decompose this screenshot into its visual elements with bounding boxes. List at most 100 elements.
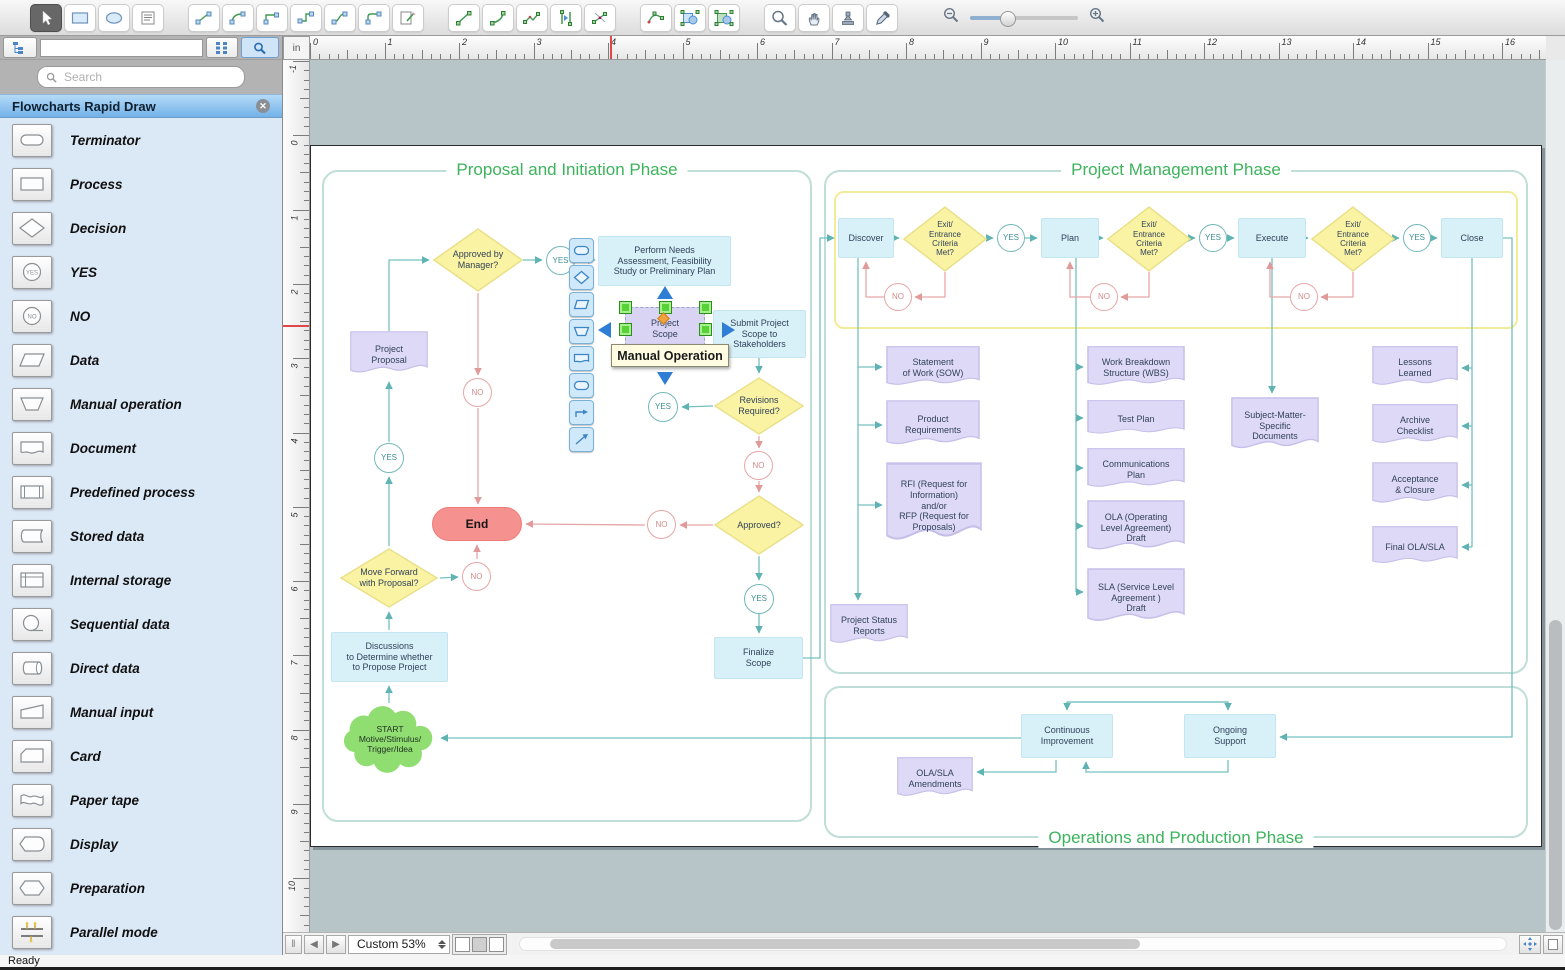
rapid-draw-document-button[interactable] [569,346,594,371]
pointer-tool-button[interactable] [30,3,62,32]
node-execute[interactable]: Execute [1238,218,1306,258]
node-finalize-scope[interactable]: Finalize Scope [714,637,803,679]
node-acceptance-closure[interactable]: Acceptance & Closure [1372,462,1458,508]
node-exit-criteria-2[interactable]: Exit/ Entrance Criteria Met? [1107,206,1191,272]
horizontal-scrollbar-thumb[interactable] [550,939,1140,949]
selection-handle[interactable] [699,301,712,314]
selection-handle[interactable] [619,301,632,314]
node-discover[interactable]: Discover [838,218,894,258]
rapid-draw-stored-data-button[interactable] [569,373,594,398]
zoom-tool-button[interactable] [764,3,796,32]
rapid-draw-elbow-arrow-button[interactable] [569,400,594,425]
node-perform-needs-assessment[interactable]: Perform Needs Assessment, Feasibility St… [598,236,731,286]
node-product-requirements[interactable]: Product Requirements [886,400,980,450]
node-exit-criteria-3[interactable]: Exit/ Entrance Criteria Met? [1311,206,1395,272]
reshape-tool-button[interactable] [640,3,672,32]
tree-view-button[interactable] [3,37,37,58]
horizontal-scrollbar[interactable] [519,937,1507,951]
zoom-slider-track[interactable] [970,10,1078,27]
zoom-level-field[interactable]: Custom 53% [348,934,450,954]
node-exit-criteria-1[interactable]: Exit/ Entrance Criteria Met? [903,206,987,272]
rapid-draw-terminator-button[interactable] [569,238,594,263]
shape-item-parallel-mode[interactable]: Parallel mode [0,910,282,954]
group-edit-tool-button[interactable] [708,3,740,32]
vertical-scrollbar-thumb[interactable] [1549,620,1562,930]
node-final-ola-sla[interactable]: Final OLA/SLA [1372,526,1458,568]
eyedropper-tool-button[interactable] [866,3,898,32]
node-move-forward-with-proposal[interactable]: Move Forward with Proposal? [340,548,438,608]
node-no-after-move-forward[interactable]: NO [462,562,491,591]
vertical-scrollbar[interactable] [1545,60,1565,932]
polyline-tool-button[interactable] [516,3,548,32]
shape-item-card[interactable]: Card [0,734,282,778]
node-project-proposal[interactable]: Project Proposal [350,331,428,378]
arc-connector-tool-button[interactable] [222,3,254,32]
node-statement-of-work[interactable]: Statement of Work (SOW) [886,346,980,390]
node-subject-matter-docs[interactable]: Subject-Matter- Specific Documents [1231,397,1319,455]
quick-connect-left-arrow[interactable] [598,322,611,338]
node-no-2[interactable]: NO [1090,283,1118,311]
stencil-filter-field[interactable] [40,38,203,57]
node-revisions-required[interactable]: Revisions Required? [714,377,804,435]
stamp-tool-button[interactable] [832,3,864,32]
zoom-in-icon[interactable] [1088,6,1106,29]
shape-item-preparation[interactable]: Preparation [0,866,282,910]
shape-action-tool-button[interactable] [392,3,424,32]
panel-header[interactable]: Flowcharts Rapid Draw ✕ [0,94,282,118]
line-tool-button[interactable] [448,3,480,32]
page-view-3-button[interactable] [489,936,504,952]
node-rfi-rfp[interactable]: RFI (Request for Information) and/or RFP… [886,462,982,550]
rapid-draw-decision-button[interactable] [569,265,594,290]
zoom-out-icon[interactable] [942,6,960,29]
page-prev-button[interactable]: ◀ [304,934,324,954]
rapid-draw-data-button[interactable] [569,292,594,317]
phase-proposal-and-initiation-phase[interactable]: Proposal and Initiation Phase [322,160,812,822]
rapid-draw-manual-operation-button[interactable] [569,319,594,344]
quick-connect-up-arrow[interactable] [657,286,673,299]
selection-handle[interactable] [659,301,672,314]
combine-tool-button[interactable] [674,3,706,32]
node-approved-by-manager[interactable]: Approved by Manager? [433,228,523,292]
shape-item-paper-tape[interactable]: Paper tape [0,778,282,822]
node-archive-checklist[interactable]: Archive Checklist [1372,404,1458,448]
node-test-plan[interactable]: Test Plan [1087,400,1185,438]
shape-item-manual-input[interactable]: Manual input [0,690,282,734]
text-block-tool-button[interactable] [132,3,164,32]
selection-handle[interactable] [619,323,632,336]
close-panel-icon[interactable]: ✕ [256,99,270,113]
node-continuous-improvement[interactable]: Continuous Improvement [1021,714,1113,758]
node-no-3[interactable]: NO [1290,283,1318,311]
ellipse-tool-button[interactable] [98,3,130,32]
page-view-2-button[interactable] [472,936,487,952]
node-approved[interactable]: Approved? [714,495,804,555]
zoom-slider-thumb[interactable] [1000,10,1016,27]
search-box[interactable] [37,66,245,88]
node-close[interactable]: Close [1441,218,1503,258]
bezier-tool-button[interactable] [584,3,616,32]
search-view-button[interactable] [241,37,279,58]
divide-tool-button[interactable] [550,3,582,32]
node-no-after-manager[interactable]: NO [463,378,492,407]
pan-navigator-button[interactable] [1519,934,1541,954]
pan-tool-button[interactable] [798,3,830,32]
shape-item-predefined-process[interactable]: Predefined process [0,470,282,514]
zoom-stepper[interactable] [438,939,446,949]
node-no-after-revisions[interactable]: NO [744,451,773,480]
grid-view-button[interactable] [206,37,238,58]
node-no-after-approved[interactable]: NO [647,510,676,539]
page-view-1-button[interactable] [455,936,470,952]
node-yes-after-scope[interactable]: YES [648,392,678,422]
node-work-breakdown-structure[interactable]: Work Breakdown Structure (WBS) [1087,346,1185,390]
rapid-draw-direct-arrow-button[interactable] [569,427,594,452]
phase-operations-and-production-phase[interactable]: Operations and Production Phase [824,686,1528,848]
shape-item-decision[interactable]: Decision [0,206,282,250]
shape-item-sequential-data[interactable]: Sequential data [0,602,282,646]
node-start-cloud[interactable]: START Motive/Stimulus/ Trigger/Idea [343,705,437,773]
shape-item-document[interactable]: Document [0,426,282,470]
shape-item-manual-operation[interactable]: Manual operation [0,382,282,426]
shape-item-display[interactable]: Display [0,822,282,866]
